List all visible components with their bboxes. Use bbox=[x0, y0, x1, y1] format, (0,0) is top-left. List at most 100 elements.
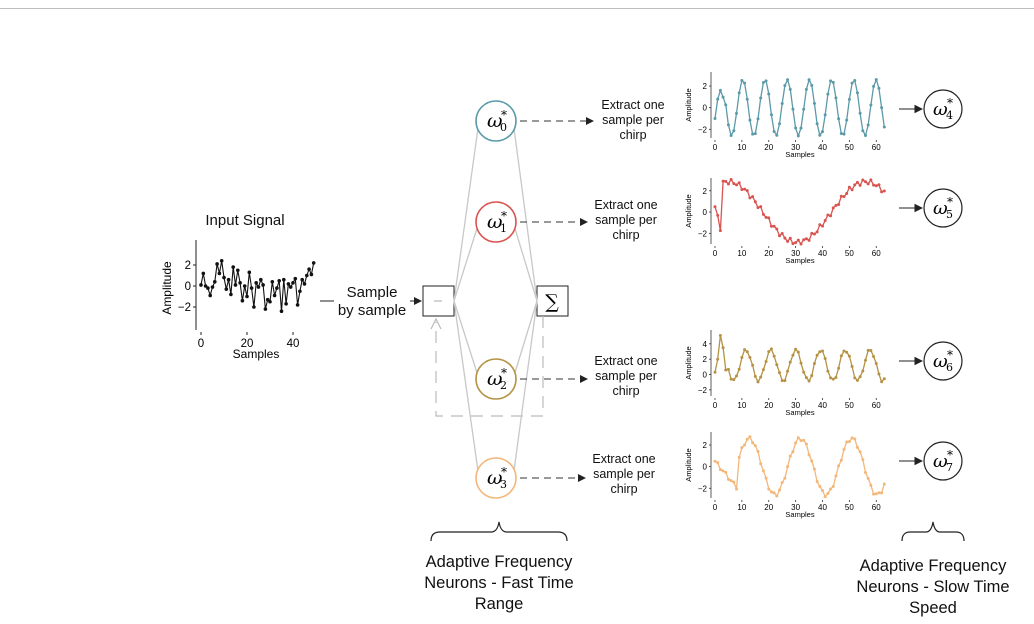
chirp-point bbox=[845, 118, 849, 122]
chirp-point bbox=[716, 213, 720, 217]
chirp-point bbox=[761, 469, 765, 473]
chirp-point bbox=[877, 491, 881, 495]
sample-label: Sample by sample bbox=[326, 284, 418, 320]
chirp-point bbox=[788, 87, 792, 91]
chirp-point bbox=[807, 379, 811, 383]
chirp-point bbox=[804, 237, 808, 241]
chirp-point bbox=[799, 242, 803, 246]
chirp-point bbox=[732, 480, 736, 484]
sample-label-line1: Sample bbox=[346, 284, 398, 301]
slow-caption-line1: Adaptive Frequency bbox=[859, 557, 1007, 575]
fast-neuron-circle bbox=[475, 457, 517, 499]
input-point bbox=[245, 294, 249, 299]
slow-neuron-4: ω4* bbox=[899, 89, 963, 129]
chirp-point bbox=[775, 494, 779, 498]
chirp-point bbox=[853, 183, 857, 187]
input-point bbox=[259, 277, 263, 282]
input-point bbox=[291, 281, 295, 285]
chirp-point bbox=[735, 183, 738, 187]
extract-label-2: Extract one sample per chirp bbox=[591, 354, 661, 399]
chirp-point bbox=[743, 81, 747, 85]
chirp-ylabel: Amplitude bbox=[684, 448, 693, 481]
chirp-point bbox=[877, 86, 881, 90]
chirp-point bbox=[783, 236, 787, 240]
chirp-point bbox=[740, 78, 744, 82]
chirp-point bbox=[780, 480, 784, 484]
extract-label-1-line3: chirp bbox=[612, 228, 640, 242]
extract-label-0-line3: chirp bbox=[619, 128, 647, 142]
chirp-point bbox=[772, 491, 776, 495]
fast-neuron-symbol: ω bbox=[487, 368, 503, 390]
chirp-xlabel: Samples bbox=[785, 408, 814, 417]
input-point bbox=[233, 283, 238, 287]
fast-neuron-symbol: ω bbox=[487, 211, 503, 233]
chirp-point bbox=[721, 469, 725, 473]
chirp-xtick-label: 30 bbox=[791, 249, 800, 258]
chirp-point bbox=[882, 377, 886, 381]
fast-caption-line3: Range bbox=[474, 595, 524, 613]
input-point bbox=[256, 285, 261, 289]
chirp-point bbox=[869, 103, 873, 107]
chirp-point bbox=[812, 361, 816, 365]
fast-neuron-symbol: ω bbox=[487, 110, 503, 132]
chirp-ytick-label: −2 bbox=[698, 386, 708, 395]
chirp-point bbox=[791, 242, 795, 246]
chirp-line bbox=[714, 435, 885, 498]
fast-neuron-symbol: ω bbox=[487, 467, 503, 489]
chirp-point bbox=[735, 111, 738, 115]
input-point bbox=[311, 261, 316, 265]
chirp-point bbox=[877, 372, 881, 376]
chirp-point bbox=[839, 354, 843, 358]
chirp-point bbox=[880, 190, 884, 194]
input-point bbox=[208, 293, 212, 298]
chirp-point bbox=[718, 88, 722, 92]
chirp-xlabel: Samples bbox=[785, 256, 814, 265]
chirp-line bbox=[714, 178, 885, 246]
chirp-point bbox=[748, 196, 752, 200]
slow-neuron-symbol: ω bbox=[933, 351, 948, 372]
sum-symbol: ∑ bbox=[545, 291, 559, 313]
input-point bbox=[203, 284, 208, 288]
chirp-point bbox=[713, 459, 717, 463]
chirp-line bbox=[714, 77, 885, 138]
chirp-xlabel: Samples bbox=[785, 150, 814, 159]
slow-neuron-subscript: 5 bbox=[946, 208, 953, 221]
chirp-point bbox=[818, 484, 822, 488]
chirp-point bbox=[740, 446, 744, 450]
chirp-point bbox=[853, 78, 857, 82]
slow-neuron-star: * bbox=[947, 448, 953, 462]
chirp-xtick-label: 30 bbox=[791, 503, 800, 512]
chirp-point bbox=[791, 107, 795, 111]
chirp-point bbox=[802, 370, 806, 374]
chirp-point bbox=[818, 350, 822, 354]
chirp-xtick-label: 10 bbox=[737, 401, 746, 410]
input-point bbox=[210, 285, 215, 289]
fast-neuron-0: ω0* bbox=[475, 100, 517, 142]
chirp-point bbox=[743, 443, 747, 447]
chirp-xtick-label: 20 bbox=[764, 249, 773, 258]
chirp-xtick-label: 60 bbox=[872, 143, 881, 152]
chirp-point bbox=[778, 371, 781, 375]
chirp-point bbox=[759, 96, 763, 100]
chirp-point bbox=[716, 461, 720, 465]
sample-label-line2: by sample bbox=[337, 302, 407, 319]
input-point bbox=[279, 309, 284, 314]
chirp-point bbox=[767, 487, 771, 491]
slow-neuron-star: * bbox=[947, 195, 953, 209]
input-point bbox=[275, 286, 279, 290]
chirp-point bbox=[721, 179, 725, 183]
chirp-point bbox=[812, 101, 816, 105]
fast-neuron-circle bbox=[475, 358, 517, 400]
input-point bbox=[309, 272, 314, 277]
chirp-point bbox=[745, 97, 749, 101]
chirp-xtick-label: 50 bbox=[845, 143, 854, 152]
chirp-point bbox=[858, 183, 862, 187]
chirp-point bbox=[748, 435, 752, 439]
chirp-point bbox=[823, 218, 827, 222]
input-point bbox=[298, 289, 302, 294]
chirp-point bbox=[864, 134, 867, 138]
chirp-point bbox=[718, 229, 722, 233]
input-point bbox=[199, 283, 203, 287]
